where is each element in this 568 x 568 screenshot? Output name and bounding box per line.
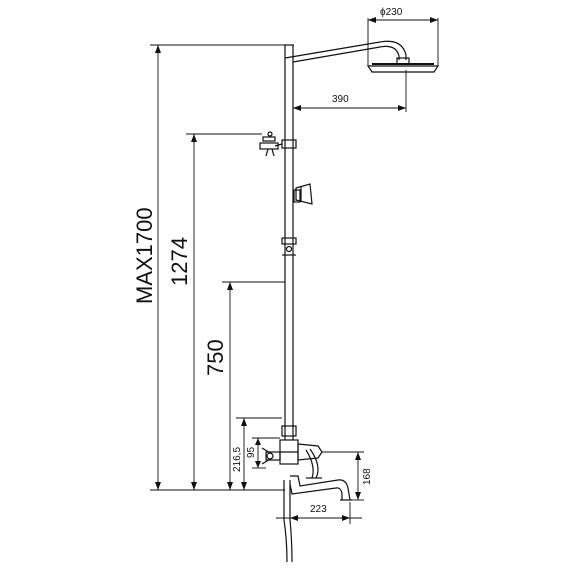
dim-1274: 1274 [167, 133, 262, 490]
dim-spout-reach: 223 [276, 502, 362, 524]
dim-max-height: MAX1700 [132, 44, 285, 491]
height-216-label: 216,5 [232, 447, 243, 472]
wall-bracket [293, 183, 313, 205]
dim-arm-reach: 390 [293, 70, 407, 112]
slider-bracket [259, 131, 297, 157]
head-diameter-label: ϕ230 [380, 7, 403, 18]
spout-height-label: 168 [362, 468, 373, 485]
dim-head-diameter: ϕ230 [367, 7, 439, 66]
dim-spout-height: 168 [322, 451, 373, 501]
column-pipe [284, 44, 294, 440]
dim-750: 750 [203, 281, 285, 490]
pipe-coupling [281, 237, 297, 256]
height-95-label: 95 [246, 446, 257, 458]
arm-reach-label: 390 [332, 94, 349, 105]
mixer-valve [261, 425, 323, 479]
bath-spout [289, 475, 352, 501]
shower-arm [284, 40, 410, 65]
dim-216-5: 216,5 [232, 417, 282, 490]
shower-hose [283, 480, 293, 563]
max-height-label: MAX1700 [132, 207, 157, 304]
shower-head [366, 63, 440, 73]
height-750-label: 750 [203, 339, 228, 376]
height-1274-label: 1274 [167, 237, 192, 286]
dim-95: 95 [246, 437, 280, 469]
spout-reach-label: 223 [310, 504, 327, 515]
